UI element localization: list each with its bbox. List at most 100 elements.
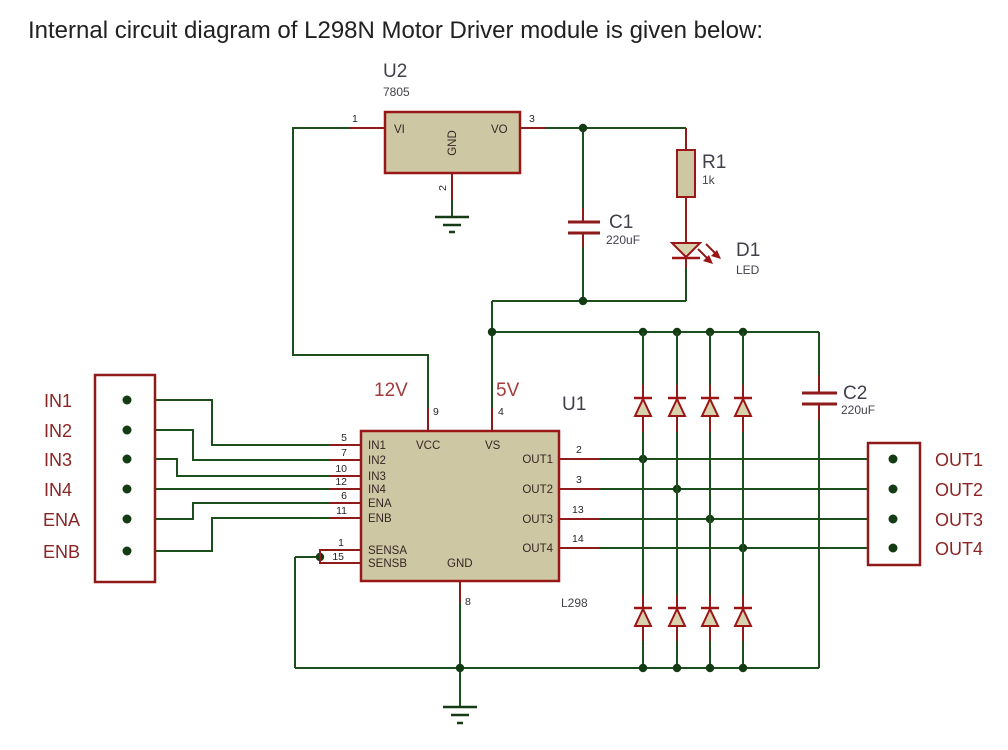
- diode-triangle: [733, 606, 753, 627]
- flyback-diode-columns: [633, 332, 753, 668]
- output-label-out4: OUT4: [935, 539, 983, 559]
- u1-out4-label: OUT4: [522, 543, 553, 555]
- input-pin-dot: [122, 546, 132, 556]
- ground-symbol-regulator: [435, 200, 469, 234]
- page-title: Internal circuit diagram of L298N Motor …: [28, 17, 763, 44]
- junction-dot: [578, 296, 588, 306]
- capacitor-c1: C1 220uF: [568, 208, 640, 247]
- regulator-ref: U2: [383, 61, 407, 82]
- regulator-vi-label: VI: [394, 124, 405, 136]
- u1-in3-label: IN3: [368, 471, 386, 483]
- rail-5v-label: 5V: [496, 380, 520, 401]
- c1-ref: C1: [609, 212, 633, 233]
- diode-column-2: [667, 332, 687, 668]
- junction-dot: [705, 663, 715, 673]
- u1-pin2-num: 2: [576, 444, 582, 456]
- diode-triangle: [700, 396, 720, 417]
- wire-net-outputs: [600, 454, 893, 553]
- diode-column-1: [633, 332, 653, 668]
- c1-value: 220uF: [606, 233, 640, 247]
- input-wires: [127, 399, 330, 668]
- regulator-part: 7805: [383, 85, 410, 99]
- u1-pin11-num: 11: [336, 505, 347, 517]
- supply-rail-labels: 12V 5V: [374, 380, 520, 401]
- diode-triangle: [667, 396, 687, 417]
- u1-in4-label: IN4: [368, 484, 387, 496]
- u1-pin4-num: 4: [498, 406, 504, 418]
- regulator-gnd-label: GND: [447, 130, 459, 156]
- resistor-r1: R1 1k: [676, 128, 726, 243]
- output-pin-dot: [888, 514, 898, 524]
- input-pin-dot: [122, 425, 132, 435]
- u1-out2-label: OUT2: [522, 484, 553, 496]
- diode-column-4: [733, 332, 753, 668]
- u1-pin3-num: 3: [576, 474, 582, 486]
- u1-part: L298: [561, 596, 588, 610]
- junction-dot: [455, 663, 465, 673]
- input-label-in1: IN1: [44, 391, 72, 411]
- u1-pin15-num: 15: [332, 551, 344, 563]
- led-triangle: [669, 242, 703, 259]
- u1-vcc-label: VCC: [416, 440, 440, 452]
- junction-dot: [638, 663, 648, 673]
- output-pin-dot: [888, 484, 898, 494]
- led-d1: D1 LED: [669, 240, 760, 277]
- u1-enb-label: ENB: [368, 513, 392, 525]
- r1-value: 1k: [702, 173, 716, 187]
- driver-ic-body: [359, 429, 561, 583]
- u1-in2-label: IN2: [368, 455, 386, 467]
- diode-triangle: [733, 396, 753, 417]
- wire-net-5v-bus: 9 4: [433, 327, 819, 431]
- diode-triangle: [700, 606, 720, 627]
- u1-pin5-num: 5: [341, 432, 347, 444]
- diode-triangle: [633, 396, 653, 417]
- resistor-body: [676, 149, 696, 198]
- u1-pin9-num: 9: [433, 406, 439, 418]
- junction-dot: [578, 123, 588, 133]
- input-label-ena: ENA: [43, 510, 80, 530]
- input-label-enb: ENB: [43, 542, 80, 562]
- diode-column-3: [700, 332, 720, 668]
- regulator-pin1-num: 1: [352, 113, 358, 125]
- regulator-vo-label: VO: [491, 124, 508, 136]
- u1-pin14-num: 14: [572, 533, 584, 545]
- output-pin-dot: [888, 543, 898, 553]
- u1-in1-label: IN1: [368, 440, 386, 452]
- input-label-in2: IN2: [44, 421, 72, 441]
- junction-dot: [487, 327, 497, 337]
- u1-pin10-num: 10: [335, 463, 347, 475]
- wire-net-ground: [295, 603, 819, 725]
- voltage-regulator-u2: U2 7805 1 3 2 VI VO GND: [350, 61, 546, 200]
- led-arrow-icon: [711, 250, 721, 259]
- c2-value: 220uF: [841, 403, 875, 417]
- regulator-body: [383, 110, 522, 175]
- regulator-pin3-num: 3: [529, 113, 535, 125]
- diode-triangle: [667, 606, 687, 627]
- wire-net-regulator-output: [491, 123, 687, 332]
- input-connector: IN1 IN2 IN3 IN4 ENA ENB: [43, 373, 157, 584]
- u1-pin8-num: 8: [465, 596, 471, 608]
- wire-net-12v: [292, 127, 429, 431]
- u1-vs-label: VS: [485, 440, 501, 452]
- rail-12v-label: 12V: [374, 380, 408, 401]
- u1-pin12-num: 12: [335, 476, 347, 488]
- input-label-in4: IN4: [44, 480, 72, 500]
- u1-out1-label: OUT1: [522, 454, 553, 466]
- u1-ref: U1: [562, 394, 586, 415]
- input-pin-dot: [122, 395, 132, 405]
- output-pin-dot: [888, 454, 898, 464]
- driver-ic-u1: U1 L298 IN1 IN2 IN3 IN4 ENA ENB SENSA SE…: [319, 394, 600, 610]
- u1-gnd-label: GND: [447, 558, 473, 570]
- u1-pin6-num: 6: [341, 490, 347, 502]
- u1-sensb-label: SENSB: [368, 558, 407, 570]
- capacitor-c2: C2 220uF: [802, 332, 875, 668]
- led-arrow-icon: [703, 255, 713, 264]
- u1-pin13-num: 13: [572, 504, 584, 516]
- c2-ref: C2: [843, 383, 867, 404]
- diode-triangle: [633, 606, 653, 627]
- input-pin-dot: [122, 484, 132, 494]
- junction-dot: [672, 663, 682, 673]
- output-label-out1: OUT1: [935, 450, 983, 470]
